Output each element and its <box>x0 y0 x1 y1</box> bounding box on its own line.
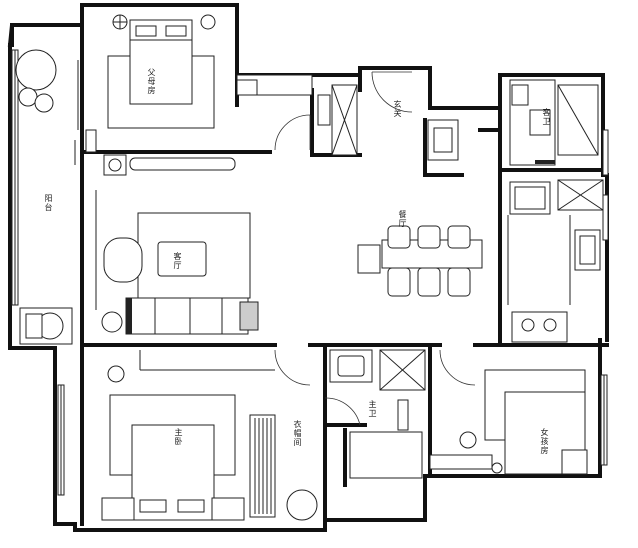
label-master-bedroom: 主卧 <box>174 428 183 446</box>
label-master-bath: 主卫 <box>368 400 377 418</box>
dining-furniture <box>357 225 483 297</box>
label-living-room: 客厅 <box>173 252 182 270</box>
daughter-room-furniture <box>429 349 588 475</box>
master-bedroom-furniture <box>101 349 318 521</box>
kitchen-fixtures <box>507 179 604 343</box>
windows <box>11 49 609 496</box>
guest-bath-fixtures <box>509 79 599 166</box>
master-bath-fixtures <box>324 349 426 479</box>
parents-room-furniture <box>85 14 311 153</box>
balcony-furniture <box>15 49 79 345</box>
interior-walls <box>80 3 609 526</box>
label-guest-bath: 客卫 <box>542 108 551 126</box>
label-walk-in-closet: 衣帽间 <box>293 420 302 447</box>
living-room-furniture <box>95 154 259 335</box>
label-balcony: 阳台 <box>44 194 53 212</box>
label-dining: 餐厅 <box>398 210 407 228</box>
sofa-top <box>236 74 358 156</box>
label-parents-room: 父母房 <box>147 68 156 95</box>
label-daughter-room: 女孩房 <box>540 428 549 455</box>
entrance-area <box>371 71 502 161</box>
label-entrance: 玄关 <box>393 100 402 118</box>
